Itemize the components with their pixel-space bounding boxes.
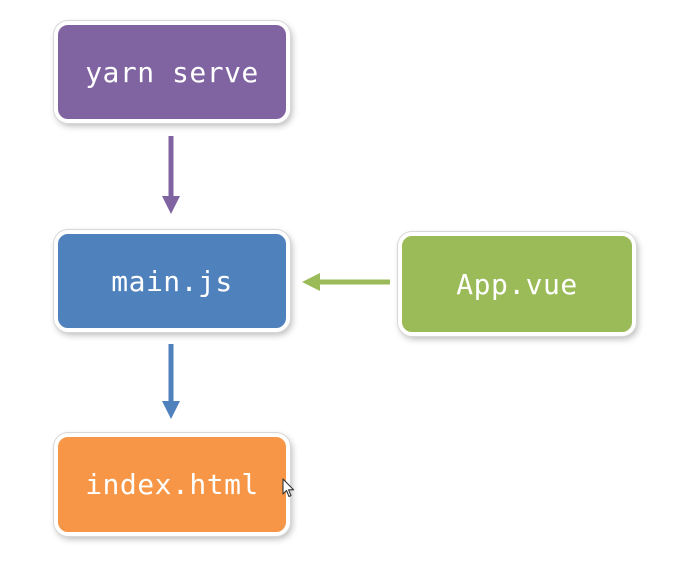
arrow-yarn-serve-to-main-js bbox=[162, 136, 180, 214]
arrowhead-icon bbox=[302, 273, 320, 291]
node-label: index.html bbox=[85, 468, 259, 501]
node-app-vue: App.vue bbox=[398, 232, 636, 336]
node-label: main.js bbox=[111, 264, 233, 298]
arrowhead-icon bbox=[162, 196, 180, 214]
node-index-html: index.html bbox=[54, 433, 290, 536]
node-main-js: main.js bbox=[54, 230, 290, 332]
node-label: App.vue bbox=[456, 267, 578, 301]
node-label: yarn serve bbox=[85, 55, 259, 89]
mouse-cursor-icon bbox=[282, 478, 295, 498]
node-yarn-serve: yarn serve bbox=[54, 21, 290, 123]
arrow-main-js-to-index-html bbox=[162, 344, 180, 419]
arrow-app-vue-to-main-js bbox=[302, 273, 390, 291]
arrowhead-icon bbox=[162, 401, 180, 419]
